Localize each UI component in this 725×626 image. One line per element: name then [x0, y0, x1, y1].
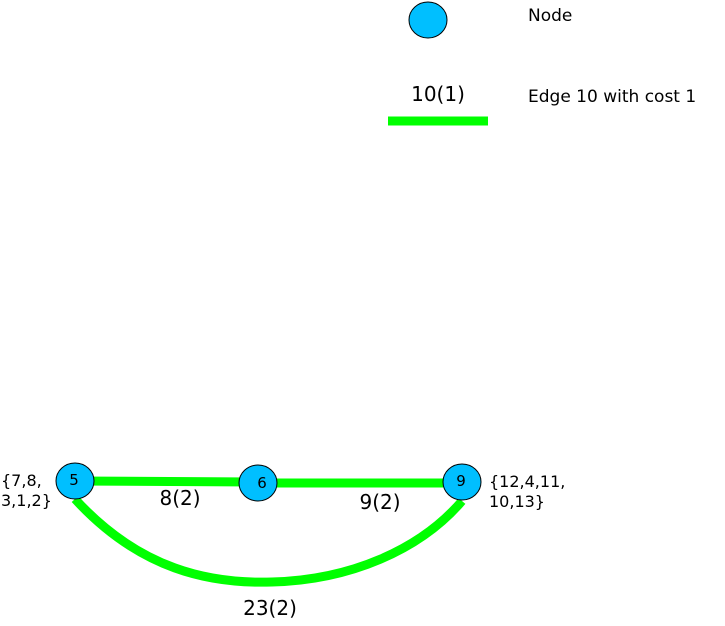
edge-5-9 — [71, 495, 466, 587]
node-5-set-line2: 3,1,2} — [1, 491, 52, 510]
node-5-circle — [55, 462, 95, 500]
graph-nodes: 5 {7,8, 3,1,2} 6 9 {12,4,11, 10,13} — [1, 462, 565, 511]
node-9-set-line1: {12,4,11, — [489, 472, 565, 491]
node-6-circle — [238, 464, 278, 502]
node-9-set-line2: 10,13} — [489, 492, 545, 511]
node-6: 6 — [238, 464, 278, 502]
node-9-label: 9 — [456, 472, 466, 490]
legend-edge-example-label: 10(1) — [411, 82, 465, 106]
edge-6-9-label: 9(2) — [359, 490, 400, 514]
legend-node-icon — [408, 1, 448, 39]
node-5: 5 {7,8, 3,1,2} — [1, 462, 95, 510]
legend: Node 10(1) Edge 10 with cost 1 — [388, 1, 696, 126]
edge-5-9-label: 23(2) — [243, 596, 297, 620]
node-5-label: 5 — [69, 471, 79, 489]
node-6-label: 6 — [257, 474, 267, 492]
node-9: 9 {12,4,11, 10,13} — [442, 463, 565, 511]
edge-5-6-label: 8(2) — [159, 486, 200, 510]
node-9-circle — [442, 463, 482, 501]
legend-edge-label: Edge 10 with cost 1 — [528, 87, 696, 107]
edge-5-6 — [74, 476, 259, 487]
legend-node-label: Node — [528, 6, 572, 26]
graph-edges: 8(2) 9(2) 23(2) — [71, 476, 466, 620]
node-5-set-line1: {7,8, — [1, 471, 42, 490]
